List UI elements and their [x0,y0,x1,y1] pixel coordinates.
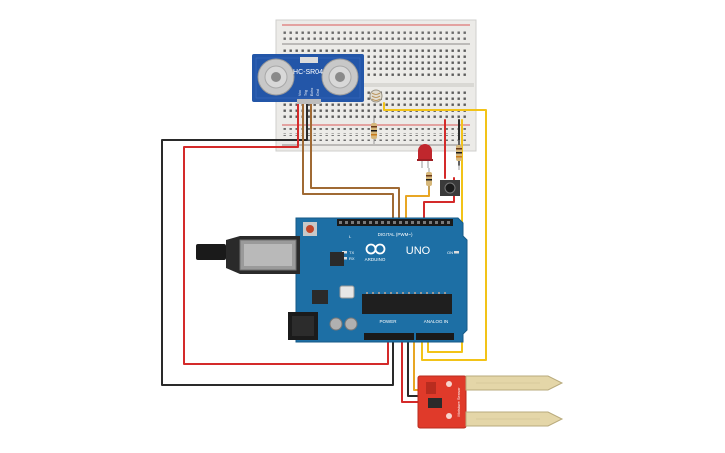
digital-label: DIGITAL (PWM~) [378,232,413,237]
moisture-label: Moisture Sensor [456,387,461,417]
push-button [440,180,460,196]
brand-label: ARDUINO [365,257,386,262]
photoresistor [369,89,383,103]
on-label: ON [447,250,453,255]
wire-trig-brown [302,103,394,221]
wire-5v-red [183,117,389,365]
power-label: POWER [379,319,397,324]
wire-echo-brown [310,103,400,221]
wire-led-orange [405,177,430,221]
resistor-led [426,168,432,190]
l-label: L [349,234,352,239]
sensor-pin-label: Gnd [316,89,320,96]
arduino-logo: ARDUINO [365,243,386,262]
sensor-pin-label: Echo [310,88,314,96]
sensor-pin-label: Vcc [298,90,302,96]
reset-button [303,222,317,236]
arduino-uno: DIGITAL (PWM~) ARDUINO UNO L TX RX ON [196,217,468,343]
rx-label: RX [349,256,355,261]
usb-connector [196,236,300,274]
wires [161,102,487,403]
red-led [417,144,433,168]
transducer-left [257,58,295,96]
breadboard [275,19,477,152]
analog-label: ANALOG IN [424,319,449,324]
sensor-pin-label: Trig [304,90,308,96]
wire-ldr-yellow [383,102,487,361]
wire-gnd-black [161,117,394,386]
board-name: UNO [406,245,431,257]
resistor-ldr [371,118,377,144]
sensor-model-label: HC-SR04 [293,69,323,76]
tx-label: TX [349,250,354,255]
transducer-right [321,58,359,96]
wire-moist-vcc [401,335,425,403]
resistor-button [456,140,462,170]
moisture-sensor: Moisture Sensor [417,375,564,429]
dc-power-jack [288,312,318,340]
